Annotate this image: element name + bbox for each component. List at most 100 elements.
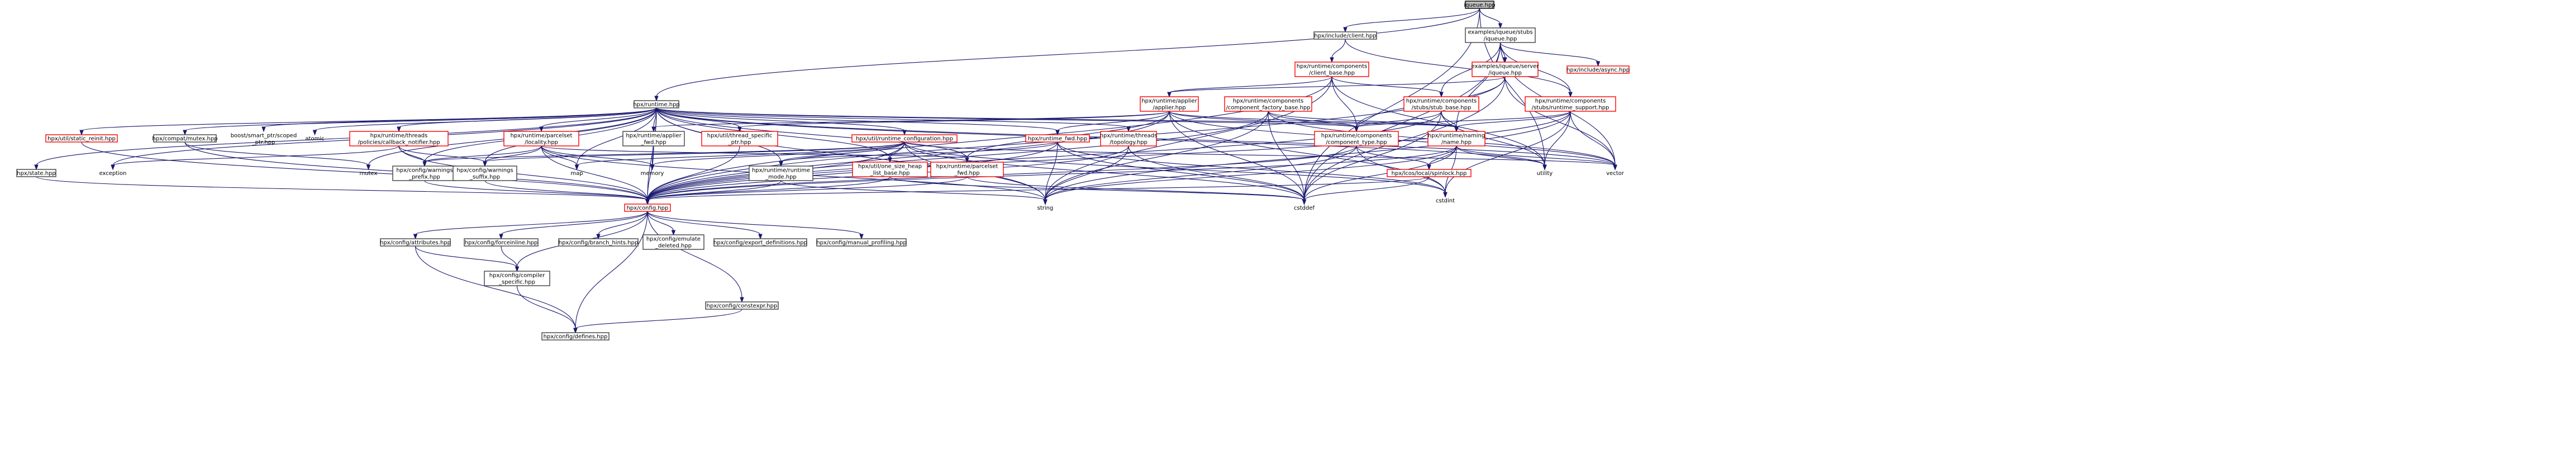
node-emulate-deleted-hpp[interactable]: hpx/config/emulate_deleted.hpp bbox=[642, 234, 704, 250]
edge-applier_hpp-to-runtime_fwd_hpp bbox=[1057, 111, 1170, 131]
edge-naming_name_hpp-to-config_hpp bbox=[647, 145, 1457, 201]
node-one-size-heap-list-base-hpp[interactable]: hpx/util/one_size_heap_list_base.hpp bbox=[852, 162, 928, 177]
node-label: map bbox=[570, 171, 583, 177]
arrowhead-config_hpp-to-export_definitions_hpp bbox=[758, 234, 763, 240]
edge-runtime_configuration_hpp-to-memory bbox=[651, 141, 905, 166]
node-iqueue-hpp[interactable]: iqueue.hpp bbox=[1464, 1, 1496, 9]
edge-stub_base_hpp-to-utility bbox=[1441, 111, 1545, 166]
node-config-hpp[interactable]: hpx/config.hpp bbox=[624, 204, 671, 212]
node-stubs-iqueue-hpp[interactable]: examples/iqueue/stubs/iqueue.hpp bbox=[1465, 27, 1536, 43]
node-compat-mutex-hpp[interactable]: hpx/compat/mutex.hpp bbox=[152, 134, 218, 143]
node-label: hpx/runtime/parcelset bbox=[936, 164, 998, 170]
edge-runtime_hpp-to-naming_name_hpp bbox=[656, 107, 1457, 128]
edge-runtime_fwd_hpp-to-cstdint bbox=[1057, 141, 1446, 193]
edge-component_type_hpp-to-local_spinlock_hpp bbox=[1356, 145, 1430, 166]
node-label: hpx/config/compiler bbox=[489, 273, 545, 279]
node-runtime-support-hpp[interactable]: hpx/runtime/components/stubs/runtime_sup… bbox=[1525, 96, 1616, 112]
node-naming-name-hpp[interactable]: hpx/runtime/naming/name.hpp bbox=[1427, 131, 1485, 146]
node-client-base-hpp[interactable]: hpx/runtime/components/client_base.hpp bbox=[1294, 62, 1369, 77]
edge-runtime_support_hpp-to-string bbox=[1045, 111, 1571, 201]
node-defines-hpp[interactable]: hpx/config/defines.hpp bbox=[541, 332, 610, 340]
node-box bbox=[1140, 96, 1199, 112]
node-static-reinit-hpp[interactable]: hpx/util/static_reinit.hpp bbox=[45, 134, 118, 143]
node-utility: utility bbox=[1537, 171, 1553, 177]
node-forceinline-hpp[interactable]: hpx/config/forceinline.hpp bbox=[464, 238, 539, 247]
edge-warnings_prefix_hpp-to-config_hpp bbox=[424, 180, 648, 201]
arrowhead-runtime_support_hpp-to-component_type_hpp bbox=[1354, 126, 1359, 133]
node-component-factory-base-hpp[interactable]: hpx/runtime/components/component_factory… bbox=[1224, 96, 1312, 112]
edge-component_type_hpp-to-string bbox=[1045, 145, 1357, 201]
edge-server_iqueue_hpp-to-applier_hpp bbox=[1169, 76, 1506, 93]
node-box bbox=[642, 234, 704, 250]
node-box bbox=[1525, 96, 1616, 112]
node-label: _fwd.hpp bbox=[640, 140, 666, 146]
arrowhead-config_hpp-to-emulate_deleted_hpp bbox=[671, 230, 676, 236]
arrowhead-applier_hpp-to-thread_specific_ptr_hpp bbox=[737, 126, 742, 133]
node-label: hpx/runtime/runtime bbox=[752, 168, 810, 174]
node-topology-hpp[interactable]: hpx/runtime/threads/topology.hpp bbox=[1100, 131, 1158, 146]
node-label: hpx/runtime/components bbox=[1535, 98, 1606, 105]
node-applier-hpp[interactable]: hpx/runtime/applier/applier.hpp bbox=[1140, 96, 1199, 112]
node-warnings-prefix-hpp[interactable]: hpx/config/warnings_prefix.hpp bbox=[392, 165, 457, 181]
arrowhead-runtime_configuration_hpp-to-map bbox=[574, 164, 579, 171]
node-label: cstddef bbox=[1294, 205, 1315, 211]
edge-callback_notifier_hpp-to-exception bbox=[112, 145, 399, 166]
node-stub-base-hpp[interactable]: hpx/runtime/components/stubs/stub_base.h… bbox=[1403, 96, 1479, 112]
edge-static_reinit_hpp-to-config_hpp bbox=[81, 141, 648, 201]
node-label: hpx/config/constexpr.hpp bbox=[707, 303, 778, 309]
node-server-iqueue-hpp[interactable]: examples/iqueue/server/iqueue.hpp bbox=[1472, 62, 1540, 77]
arrowhead-applier_hpp-to-runtime_fwd_hpp bbox=[1055, 130, 1060, 136]
edge-config_hpp-to-manual_profiling_hpp bbox=[647, 211, 862, 235]
edge-config_hpp-to-export_definitions_hpp bbox=[647, 211, 761, 235]
node-branch-hints-hpp[interactable]: hpx/config/branch_hints.hpp bbox=[558, 238, 639, 247]
node-manual-profiling-hpp[interactable]: hpx/config/manual_profiling.hpp bbox=[816, 238, 907, 247]
node-parcelset-fwd-hpp[interactable]: hpx/runtime/parcelset_fwd.hpp bbox=[930, 162, 1004, 177]
arrowhead-naming_name_hpp-to-vector bbox=[1613, 164, 1617, 171]
arrowhead-client_hpp-to-client_base_hpp bbox=[1330, 57, 1334, 63]
edge-local_spinlock_hpp-to-config_hpp bbox=[647, 176, 1430, 201]
arrowhead-runtime_hpp-to-atomic bbox=[312, 130, 317, 136]
node-thread-specific-ptr-hpp[interactable]: hpx/util/thread_specific_ptr.hpp bbox=[701, 131, 778, 146]
node-box bbox=[464, 238, 539, 247]
node-box bbox=[816, 238, 907, 247]
node-label: _deleted.hpp bbox=[655, 243, 692, 249]
arrowhead-runtime_hpp-to-callback_notifier_hpp bbox=[397, 126, 401, 133]
edge-parcelset_fwd_hpp-to-cstddef bbox=[966, 176, 1305, 201]
node-memory: memory bbox=[641, 171, 664, 177]
edge-server_iqueue_hpp-to-cstddef bbox=[1303, 76, 1506, 201]
node-attributes-hpp[interactable]: hpx/config/attributes.hpp bbox=[380, 238, 451, 247]
edge-component_factory_base_hpp-to-component_type_hpp bbox=[1268, 111, 1357, 128]
node-compiler-specific-hpp[interactable]: hpx/config/compiler_specific.hpp bbox=[484, 271, 550, 286]
edge-runtime_configuration_hpp-to-vector bbox=[904, 141, 1616, 166]
arrowhead-forceinline_hpp-to-compiler_specific_hpp bbox=[515, 266, 520, 272]
node-locality-hpp[interactable]: hpx/runtime/parcelset/locality.hpp bbox=[503, 131, 579, 146]
arrowhead-stubs_iqueue_hpp-to-async_hpp bbox=[1596, 61, 1601, 67]
node-applier-fwd-hpp[interactable]: hpx/runtime/applier_fwd.hpp bbox=[622, 131, 685, 146]
node-label: hpx/runtime/components bbox=[1297, 64, 1368, 70]
node-box bbox=[16, 169, 56, 177]
node-runtime-fwd-hpp[interactable]: hpx/runtime_fwd.hpp bbox=[1025, 134, 1090, 143]
edge-topology_hpp-to-string bbox=[1045, 145, 1129, 201]
node-async-hpp[interactable]: hpx/include/async.hpp bbox=[1566, 65, 1630, 74]
node-label: hpx/util/thread_specific bbox=[707, 133, 773, 139]
node-callback-notifier-hpp[interactable]: hpx/runtime/threads/policies/callback_no… bbox=[349, 131, 449, 146]
node-runtime-configuration-hpp[interactable]: hpx/util/runtime_configuration.hpp bbox=[851, 134, 958, 143]
node-constexpr-hpp[interactable]: hpx/config/constexpr.hpp bbox=[705, 301, 779, 310]
node-local-spinlock-hpp[interactable]: hpx/lcos/local/spinlock.hpp bbox=[1387, 169, 1472, 177]
edge-stubs_iqueue_hpp-to-stub_base_hpp bbox=[1441, 42, 1501, 93]
arrowhead-constexpr_hpp-to-defines_hpp bbox=[573, 328, 578, 334]
node-box bbox=[1224, 96, 1312, 112]
edge-locality_hpp-to-config_hpp bbox=[541, 145, 648, 201]
node-client-hpp[interactable]: hpx/include/client.hpp bbox=[1313, 31, 1377, 40]
node-box bbox=[1465, 27, 1536, 43]
arrowhead-runtime_configuration_hpp-to-warnings_suffix_hpp bbox=[483, 161, 487, 167]
node-export-definitions-hpp[interactable]: hpx/config/export_definitions.hpp bbox=[713, 238, 807, 247]
edge-applier_fwd_hpp-to-config_hpp bbox=[647, 145, 654, 201]
node-state-hpp[interactable]: hpx/state.hpp bbox=[16, 169, 56, 177]
node-runtime-hpp[interactable]: hpx/runtime.hpp bbox=[633, 100, 680, 108]
arrowhead-config_hpp-to-manual_profiling_hpp bbox=[859, 234, 864, 240]
node-component-type-hpp[interactable]: hpx/runtime/components/component_type.hp… bbox=[1314, 131, 1399, 146]
node-label: /stubs/stub_base.hpp bbox=[1412, 105, 1472, 111]
node-warnings-suffix-hpp[interactable]: hpx/config/warnings_suffix.hpp bbox=[453, 165, 517, 181]
node-runtime-mode-hpp[interactable]: hpx/runtime/runtime_mode.hpp bbox=[749, 165, 813, 181]
